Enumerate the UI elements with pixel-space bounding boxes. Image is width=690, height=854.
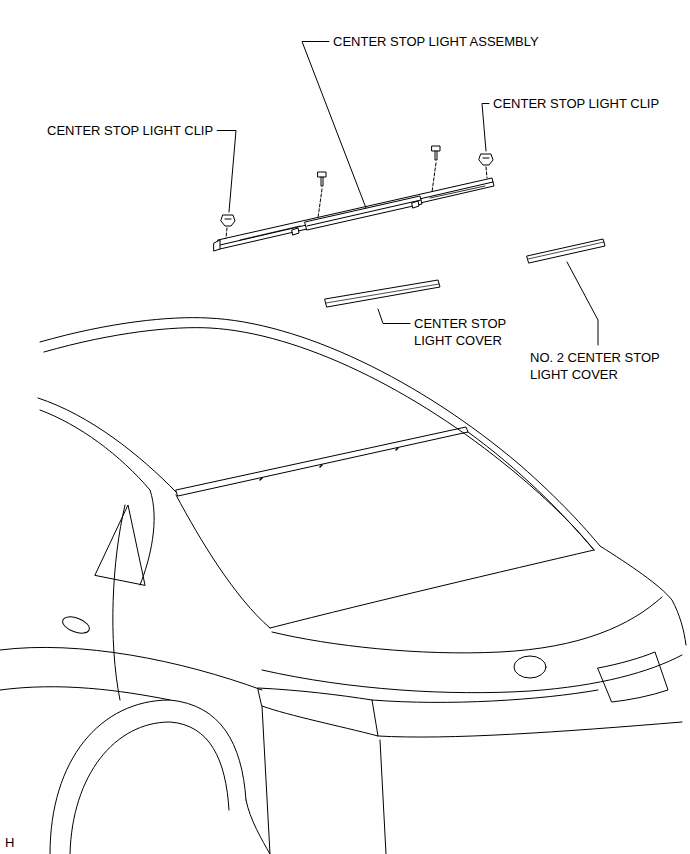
- part-label: CENTER STOP LIGHT CLIP: [493, 95, 659, 112]
- stop-light-assembly: [214, 178, 494, 251]
- leader-line: [378, 309, 410, 324]
- part-label: CENTER STOP LIGHT COVER: [414, 315, 524, 349]
- cover-part: [326, 284, 439, 303]
- leader-line: [217, 131, 236, 213]
- clip-symbol: [479, 154, 493, 178]
- figure-code: H: [5, 834, 14, 851]
- leader-line: [567, 262, 598, 345]
- screw-symbol: [432, 146, 440, 192]
- leader-line: [302, 42, 366, 209]
- cover-part: [528, 242, 604, 259]
- cover-part: [325, 280, 440, 307]
- screw-symbol: [318, 172, 326, 218]
- vehicle-outline: [0, 318, 686, 854]
- part-label: CENTER STOP LIGHT ASSEMBLY: [333, 33, 539, 50]
- leader-line: [482, 104, 489, 152]
- part-label: NO. 2 CENTER STOP LIGHT COVER: [530, 349, 680, 383]
- cover-part: [527, 239, 605, 263]
- part-label: CENTER STOP LIGHT CLIP: [47, 122, 213, 139]
- clip-symbol: [221, 215, 235, 238]
